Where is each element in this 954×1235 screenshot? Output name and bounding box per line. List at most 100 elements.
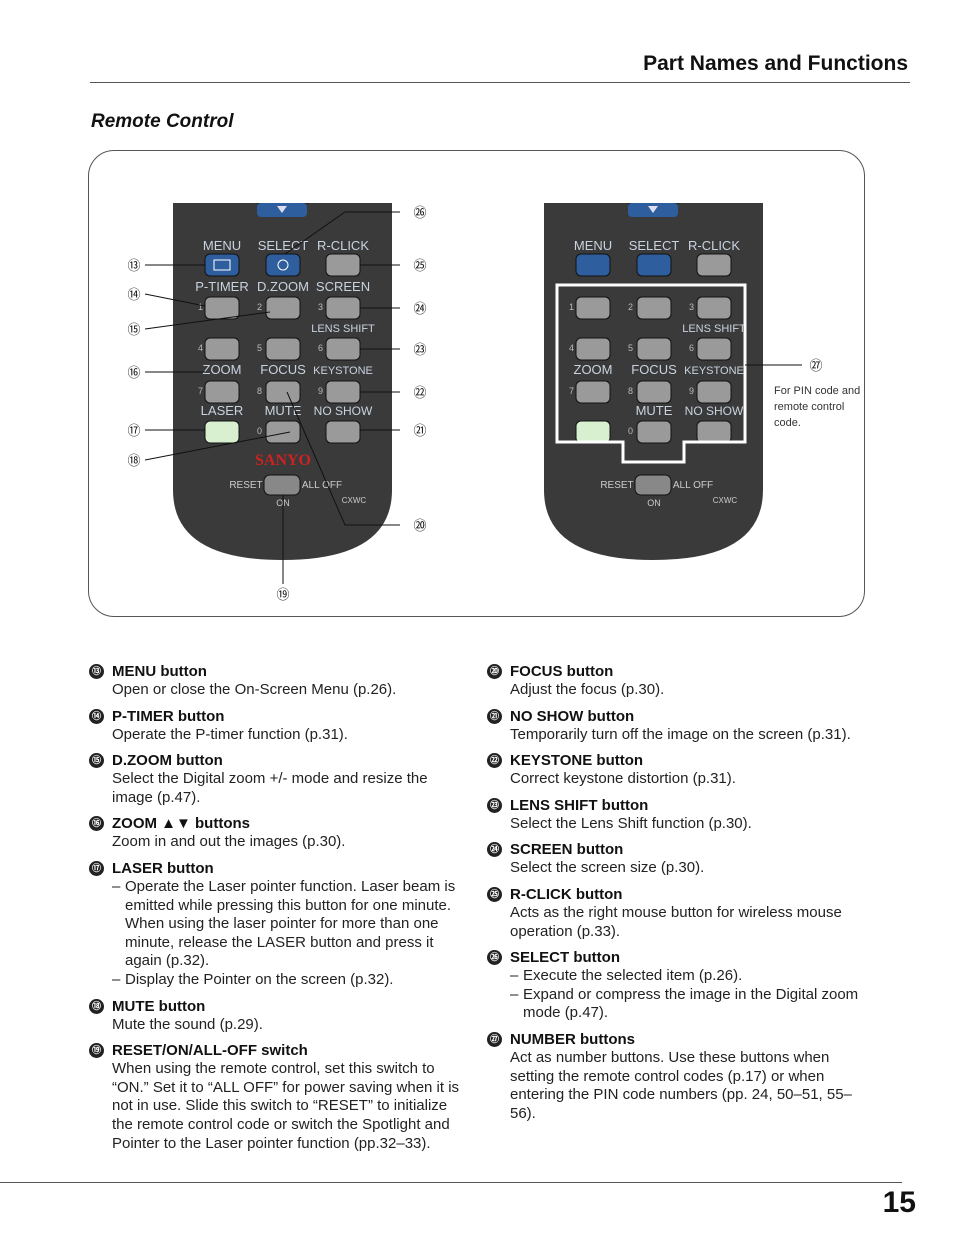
remote-label-ptimer: P-TIMER [195, 279, 248, 294]
digit-label: 8 [257, 386, 262, 396]
laser-button[interactable] [575, 420, 611, 444]
item-number: ⑯ [89, 816, 104, 832]
item-number: ㉗ [487, 1031, 502, 1047]
laser-button[interactable] [204, 420, 240, 444]
item-number: ⑱ [89, 998, 104, 1014]
digit-label: 9 [318, 386, 323, 396]
item-number: ㉑ [487, 708, 502, 724]
item-title: NUMBER buttons [510, 1030, 635, 1048]
remote-label: FOCUS [631, 362, 677, 377]
list-item: ⑯ ZOOM ▲▼ buttons Zoom in and out the im… [89, 814, 469, 852]
item-number: ⑲ [89, 1043, 104, 1059]
select-button[interactable] [636, 253, 672, 277]
number-4-button[interactable] [575, 337, 611, 361]
item-title: SELECT button [510, 949, 620, 967]
remote-brand-logo: SANYO [255, 452, 311, 469]
digit-label: 1 [569, 302, 574, 312]
focus-down-button[interactable] [265, 380, 301, 404]
callout-17: ⑰ [127, 424, 140, 439]
list-item: ⑲ RESET/ON/ALL-OFF switch When using the… [89, 1041, 469, 1153]
item-number: ㉒ [487, 753, 502, 769]
remote-label: MUTE [636, 403, 673, 418]
item-title: LASER button [112, 859, 214, 877]
select-button[interactable] [265, 253, 301, 277]
switch-label: RESET [600, 480, 633, 491]
digit-label: 0 [257, 426, 262, 436]
zoom-up-button[interactable] [204, 337, 240, 361]
list-item: ㉓ LENS SHIFT button Select the Lens Shif… [487, 796, 872, 834]
number-9-button[interactable] [696, 380, 732, 404]
screen-button[interactable] [325, 296, 361, 320]
item-number: ⑰ [89, 860, 104, 876]
item-title: P-TIMER button [112, 707, 225, 725]
left-description-column: ⑬ MENU button Open or close the On-Scree… [89, 662, 469, 1160]
rclick-button[interactable] [325, 253, 361, 277]
model-label: CXWC [342, 496, 367, 505]
remote-label: LENS SHIFT [682, 323, 746, 335]
digit-label: 2 [257, 302, 262, 312]
item-title: MUTE button [112, 997, 206, 1015]
digit-label: 4 [198, 343, 203, 353]
ptimer-button[interactable] [204, 296, 240, 320]
right-description-column: ⑳ FOCUS button Adjust the focus (p.30). … [487, 662, 872, 1130]
remote-label: SELECT [629, 238, 680, 253]
item-description: When using the remote control, set this … [112, 1060, 460, 1152]
mode-switch[interactable] [634, 474, 672, 496]
number-8-button[interactable] [636, 380, 672, 404]
list-item: ⑬ MENU button Open or close the On-Scree… [89, 662, 469, 700]
number-5-button[interactable] [636, 337, 672, 361]
list-item: ㉗ NUMBER buttons Act as number buttons. … [487, 1030, 872, 1123]
list-item: ㉑ NO SHOW button Temporarily turn off th… [487, 707, 872, 745]
number-1-button[interactable] [575, 296, 611, 320]
number-6-button[interactable] [696, 337, 732, 361]
list-item: ⑰ LASER button Operate the Laser pointer… [89, 859, 469, 990]
remote-label-dzoom: D.ZOOM [257, 279, 309, 294]
zoom-down-button[interactable] [204, 380, 240, 404]
callout-24: ㉔ [413, 302, 426, 317]
mode-switch[interactable] [263, 474, 301, 496]
digit-label: 9 [689, 386, 694, 396]
number-2-button[interactable] [636, 296, 672, 320]
remote-label-zoom: ZOOM [203, 362, 242, 377]
noshow-button[interactable] [325, 420, 361, 444]
item-description: Select the screen size (p.30). [510, 859, 705, 877]
item-number: ㉓ [487, 797, 502, 813]
callout-18: ⑱ [127, 454, 140, 469]
noshow-button[interactable] [696, 420, 732, 444]
number-3-button[interactable] [696, 296, 732, 320]
remote-label-laser: LASER [201, 403, 244, 418]
digit-label: 4 [569, 343, 574, 353]
switch-label: ON [647, 498, 661, 508]
list-item: ⑭ P-TIMER button Operate the P-timer fun… [89, 707, 469, 745]
item-number: ㉕ [487, 886, 502, 902]
select-icon [277, 259, 289, 271]
dzoom-button[interactable] [265, 296, 301, 320]
digit-label: 7 [569, 386, 574, 396]
item-description: Open or close the On-Screen Menu (p.26). [112, 681, 397, 698]
lensshift-button[interactable] [325, 337, 361, 361]
list-item: ㉖ SELECT button Execute the selected ite… [487, 948, 872, 1023]
pin-code-note: For PIN code and remote control code. [774, 385, 861, 429]
digit-label: 1 [198, 302, 203, 312]
model-label: CXWC [713, 496, 738, 505]
keystone-button[interactable] [325, 380, 361, 404]
number-7-button[interactable] [575, 380, 611, 404]
digit-label: 2 [628, 302, 633, 312]
menu-button[interactable] [575, 253, 611, 277]
callout-25: ㉕ [413, 259, 426, 274]
item-title: D.ZOOM button [112, 752, 223, 770]
callout-26: ㉖ [413, 206, 426, 221]
item-description: Operate the P-timer function (p.31). [112, 725, 348, 743]
digit-label: 5 [257, 343, 262, 353]
menu-button[interactable] [204, 253, 240, 277]
focus-up-button[interactable] [265, 337, 301, 361]
number-0-button[interactable] [636, 420, 672, 444]
item-description: Acts as the right mouse button for wirel… [510, 903, 842, 940]
rclick-button[interactable] [696, 253, 732, 277]
section-title: Remote Control [91, 111, 234, 132]
digit-label: 5 [628, 343, 633, 353]
item-title: FOCUS button [510, 663, 614, 680]
digit-label: 7 [198, 386, 203, 396]
mute-button[interactable] [265, 420, 301, 444]
switch-label: ALL OFF [673, 480, 713, 491]
